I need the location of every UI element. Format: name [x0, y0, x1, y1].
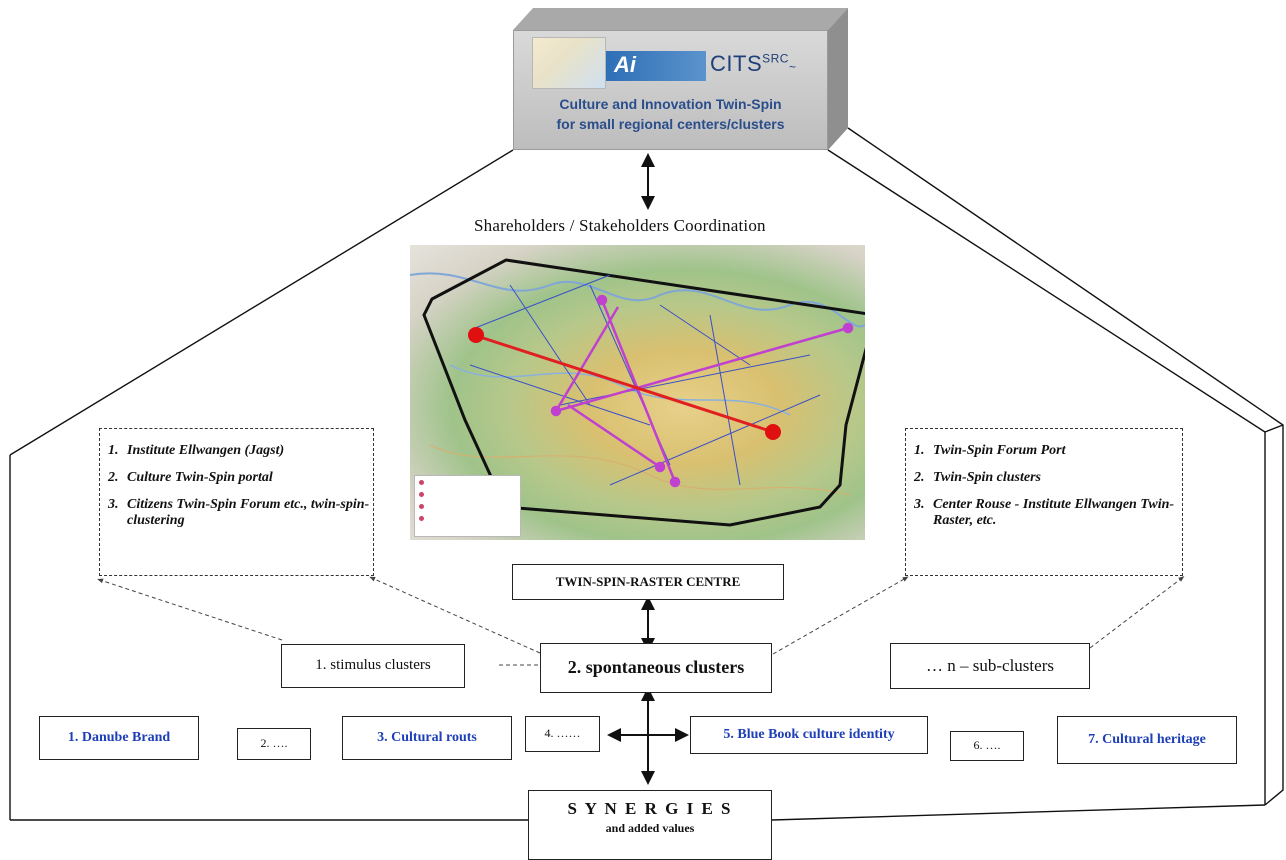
header-box: Ai CITSSRC~ Culture and Innovation Twin-…	[513, 30, 828, 150]
dashed-spontaneous-left	[369, 576, 541, 654]
list-item: 2.Twin-Spin clusters	[914, 470, 1042, 485]
map-overlay	[410, 258, 865, 527]
list-item: 3.Citizens Twin-Spin Forum etc., twin-sp…	[108, 497, 370, 528]
synergies-subtitle: and added values	[605, 821, 695, 835]
right-initiatives-box: 1.Twin-Spin Forum Port 2.Twin-Spin clust…	[905, 428, 1183, 576]
placeholder-box-2: 2. ….	[237, 728, 311, 760]
placeholder-box-6: 6. ….	[950, 731, 1024, 761]
list-item: 3.Center Rouse - Institute Ellwangen Twi…	[914, 497, 1175, 528]
list-item: 1.Institute Ellwangen (Jagst)	[108, 443, 285, 458]
europe-map-logo	[532, 37, 606, 89]
sub-clusters-box: … n – sub-clusters	[890, 643, 1090, 689]
cultural-heritage-box: 7. Cultural heritage	[1057, 716, 1237, 764]
left-initiatives-box: 1.Institute Ellwangen (Jagst) 2.Culture …	[99, 428, 374, 576]
header-top-face	[513, 8, 848, 30]
blue-routes	[469, 274, 821, 486]
danube-region-map	[410, 245, 865, 540]
map-legend-item	[415, 500, 520, 512]
list-item: 1.Twin-Spin Forum Port	[914, 443, 1066, 458]
synergies-title: S Y N E R G I E S	[567, 799, 733, 818]
placeholder-box-4: 4. ……	[525, 716, 600, 752]
map-legend	[414, 475, 521, 537]
city-marker-west	[468, 327, 484, 343]
region-polygon	[422, 258, 865, 527]
roof-right-outer	[847, 127, 1284, 806]
stimulus-clusters-box: 1. stimulus clusters	[281, 644, 465, 688]
dashed-stimulus-left	[97, 578, 283, 641]
header-title-text: CITS	[710, 51, 763, 76]
city-marker-east	[765, 424, 781, 440]
header-subtitle: Culture and Innovation Twin-Spin for sma…	[514, 94, 827, 134]
map-legend-item	[415, 488, 520, 500]
dashed-spontaneous-right	[772, 576, 909, 655]
dashed-sub-right	[1089, 576, 1185, 649]
danube-brand-box: 1. Danube Brand	[39, 716, 199, 760]
blue-book-box: 5. Blue Book culture identity	[690, 716, 928, 754]
map-legend-item	[415, 512, 520, 524]
header-subtitle-line1: Culture and Innovation Twin-Spin	[559, 96, 782, 112]
header-subtitle-line2: for small regional centers/clusters	[556, 116, 785, 132]
roof-left-line	[9, 149, 514, 456]
ai-logo: Ai	[606, 51, 706, 81]
spontaneous-clusters-box: 2. spontaneous clusters	[540, 643, 772, 693]
floor-right	[771, 804, 1266, 821]
header-side-face	[828, 8, 848, 150]
map-legend-item	[415, 476, 520, 488]
twin-spin-raster-centre: TWIN-SPIN-RASTER CENTRE	[512, 564, 784, 600]
cultural-routs-box: 3. Cultural routs	[342, 716, 512, 760]
purple-routes	[550, 294, 854, 488]
red-route	[479, 335, 771, 433]
header-title: CITSSRC~	[710, 51, 797, 76]
header-title-sup: SRC	[762, 51, 789, 66]
ai-logo-letters: Ai	[614, 52, 636, 77]
coordination-label: Shareholders / Stakeholders Coordination	[474, 216, 766, 235]
list-item: 2.Culture Twin-Spin portal	[108, 470, 273, 485]
synergies-box: S Y N E R G I E S and added values	[528, 790, 772, 860]
